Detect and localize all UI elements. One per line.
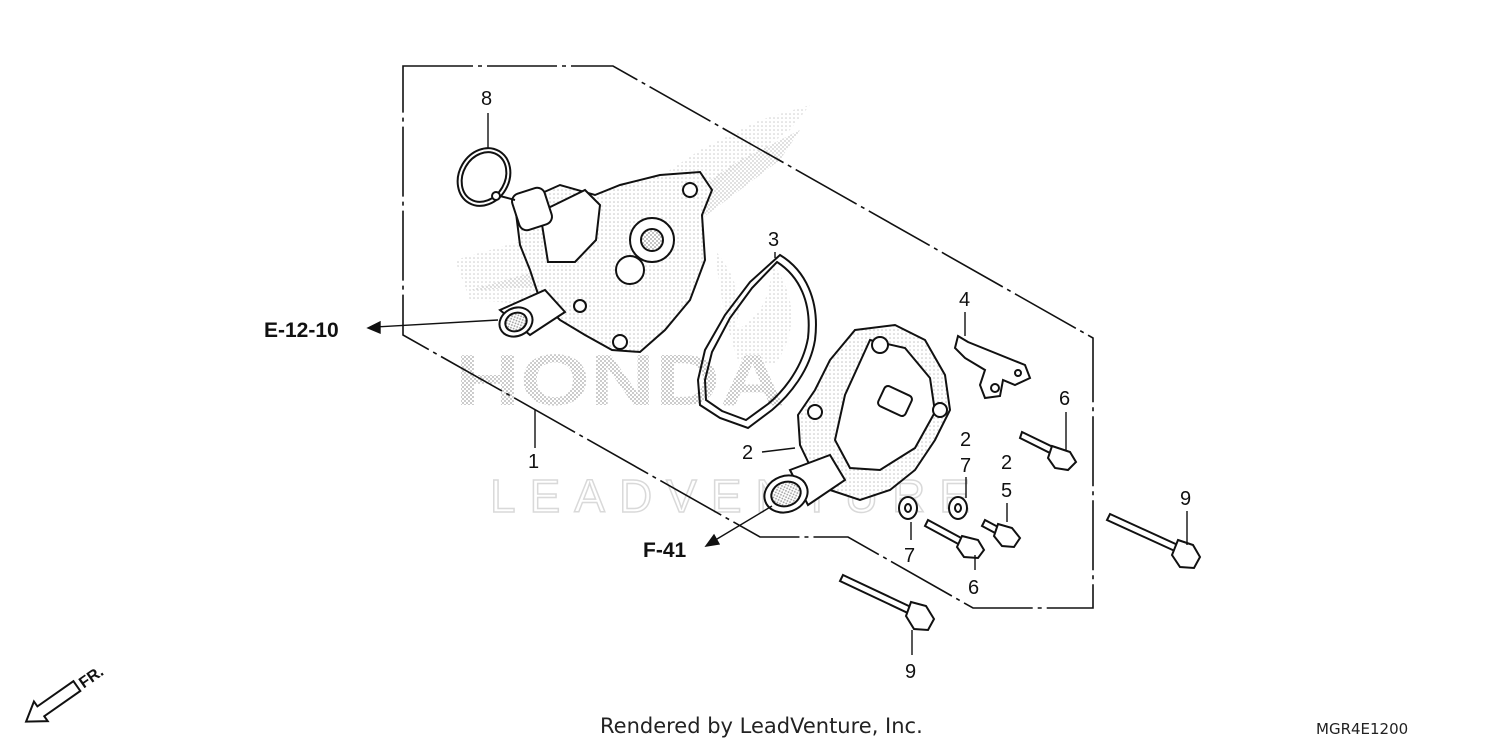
- callout-1: 1: [528, 451, 539, 473]
- reference-label-e[interactable]: E-12-10: [264, 319, 339, 342]
- callout-3: 3: [768, 229, 779, 251]
- bolt-part-6-upper: [1018, 430, 1078, 472]
- bolt-part-9-right: [1105, 512, 1202, 570]
- callout-5: 5: [1001, 480, 1012, 502]
- reference-arrow-f: [704, 505, 773, 547]
- callout-7-lower: 7: [904, 545, 915, 567]
- washer-part-7-left: [898, 496, 918, 520]
- honda-brand-watermark: HONDA: [455, 341, 785, 421]
- assembly-boundary: [402, 65, 1094, 609]
- callout-8: 8: [481, 88, 492, 110]
- reference-label-f[interactable]: F-41: [643, 539, 687, 562]
- bolt-part-6-lower: [923, 518, 986, 560]
- bolt-part-9-lower: [838, 573, 936, 632]
- callout-2-cover: 2: [742, 442, 753, 464]
- callout-2-washer-left: 2: [960, 429, 971, 451]
- pump-cover-part-2: [763, 323, 952, 514]
- water-pump-body-part-1: [491, 170, 714, 354]
- callout-9-lower: 9: [905, 661, 916, 683]
- bracket-part-4: [953, 334, 1032, 400]
- diagram-code: MGR4E1200: [1316, 720, 1409, 738]
- callout-4: 4: [959, 289, 970, 311]
- washer-part-7-right: [948, 496, 968, 520]
- reference-arrow-e: [366, 319, 499, 335]
- o-ring-part-8: [456, 147, 512, 207]
- front-direction-arrow-icon: FR.: [24, 663, 107, 723]
- front-direction-label: FR.: [76, 663, 107, 692]
- bolt-part-5: [980, 518, 1022, 549]
- callout-9-right: 9: [1180, 488, 1191, 510]
- leader-lines: [487, 113, 1188, 655]
- callout-2-washer-right: 2: [1001, 452, 1012, 474]
- callout-6-lower: 6: [968, 577, 979, 599]
- callout-7-upper: 7: [960, 455, 971, 477]
- rendered-by-credit: Rendered by LeadVenture, Inc.: [600, 714, 923, 738]
- callout-6-upper: 6: [1059, 388, 1070, 410]
- gasket-part-3: [696, 253, 817, 430]
